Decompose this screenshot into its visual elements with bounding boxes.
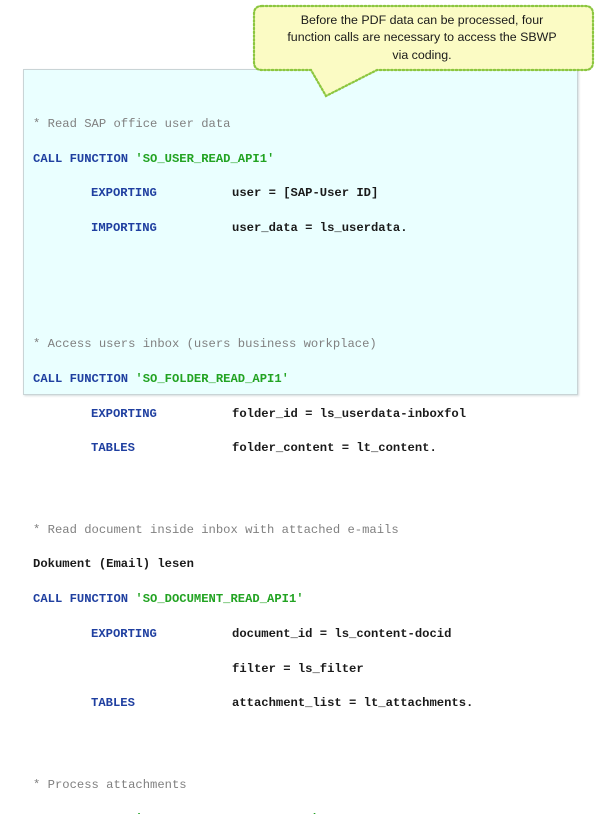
blank-line — [33, 733, 525, 745]
code-param-line: EXPORTING user = [SAP-User ID] — [33, 186, 525, 201]
call-keyword: CALL FUNCTION — [33, 812, 135, 814]
code-param-line: IMPORTING user_data = ls_userdata. — [33, 221, 525, 236]
param-assignment: folder_content = lt_content. — [232, 441, 437, 456]
param-assignment: folder_id = ls_userdata-inboxfol — [232, 406, 467, 421]
blank-line — [33, 293, 525, 305]
param-section: EXPORTING — [91, 406, 157, 421]
callout-line: function calls are necessary to access t… — [287, 30, 557, 45]
param-assignment: attachment_list = lt_attachments. — [232, 696, 474, 711]
code-call-line: CALL FUNCTION 'SO_FOLDER_READ_API1' — [33, 371, 525, 386]
function-name: 'SO_USER_READ_API1' — [135, 151, 275, 166]
param-section: EXPORTING — [91, 186, 157, 201]
abap-code-listing: * Read SAP office user data CALL FUNCTIO… — [33, 84, 525, 814]
code-param-line: TABLES attachment_list = lt_attachments. — [33, 696, 525, 711]
param-assignment: filter = ls_filter — [232, 661, 364, 676]
blank-line — [33, 258, 525, 270]
call-keyword: CALL FUNCTION — [33, 592, 136, 607]
code-param-line: EXPORTING document_id = ls_content-docid — [33, 626, 525, 641]
callout-text: Before the PDF data can be processed, fo… — [257, 12, 587, 64]
code-param-line: filter = ls_filter — [33, 661, 525, 676]
function-name: 'SO_FOLDER_READ_API1' — [135, 371, 289, 386]
param-section: EXPORTING — [91, 626, 157, 641]
param-section: TABLES — [91, 441, 135, 456]
param-section: IMPORTING — [91, 221, 157, 236]
code-comment: * Read SAP office user data — [33, 116, 231, 131]
code-param-line: TABLES folder_content = lt_content. — [33, 441, 525, 456]
param-assignment: user = [SAP-User ID] — [232, 186, 379, 201]
code-panel: * Read SAP office user data CALL FUNCTIO… — [23, 69, 578, 814]
call-keyword: CALL FUNCTION — [33, 371, 136, 386]
code-call-line: CALL FUNCTION 'SO_DOCUMENT_READ_API1' — [33, 592, 525, 607]
param-assignment: document_id = ls_content-docid — [232, 626, 452, 641]
function-name: 'SO_ATTACHMENT_READ_API1' — [135, 812, 318, 814]
callout-line: via coding. — [392, 47, 452, 62]
code-comment: * Process attachments — [33, 777, 187, 792]
code-comment: * Read document inside inbox with attach… — [33, 522, 399, 537]
blank-line — [33, 478, 525, 490]
param-section: TABLES — [91, 696, 135, 711]
call-keyword: CALL FUNCTION — [33, 151, 136, 166]
param-assignment: user_data = ls_userdata. — [232, 221, 408, 236]
callout-line: Before the PDF data can be processed, fo… — [300, 13, 544, 27]
code-comment: * Access users inbox (users business wor… — [33, 337, 377, 352]
function-name: 'SO_DOCUMENT_READ_API1' — [135, 592, 304, 607]
code-param-line: EXPORTING folder_id = ls_userdata-inboxfo… — [33, 406, 525, 421]
code-call-line: CALL FUNCTION 'SO_USER_READ_API1' — [33, 151, 525, 166]
code-plain-line: Dokument (Email) lesen — [33, 557, 194, 572]
